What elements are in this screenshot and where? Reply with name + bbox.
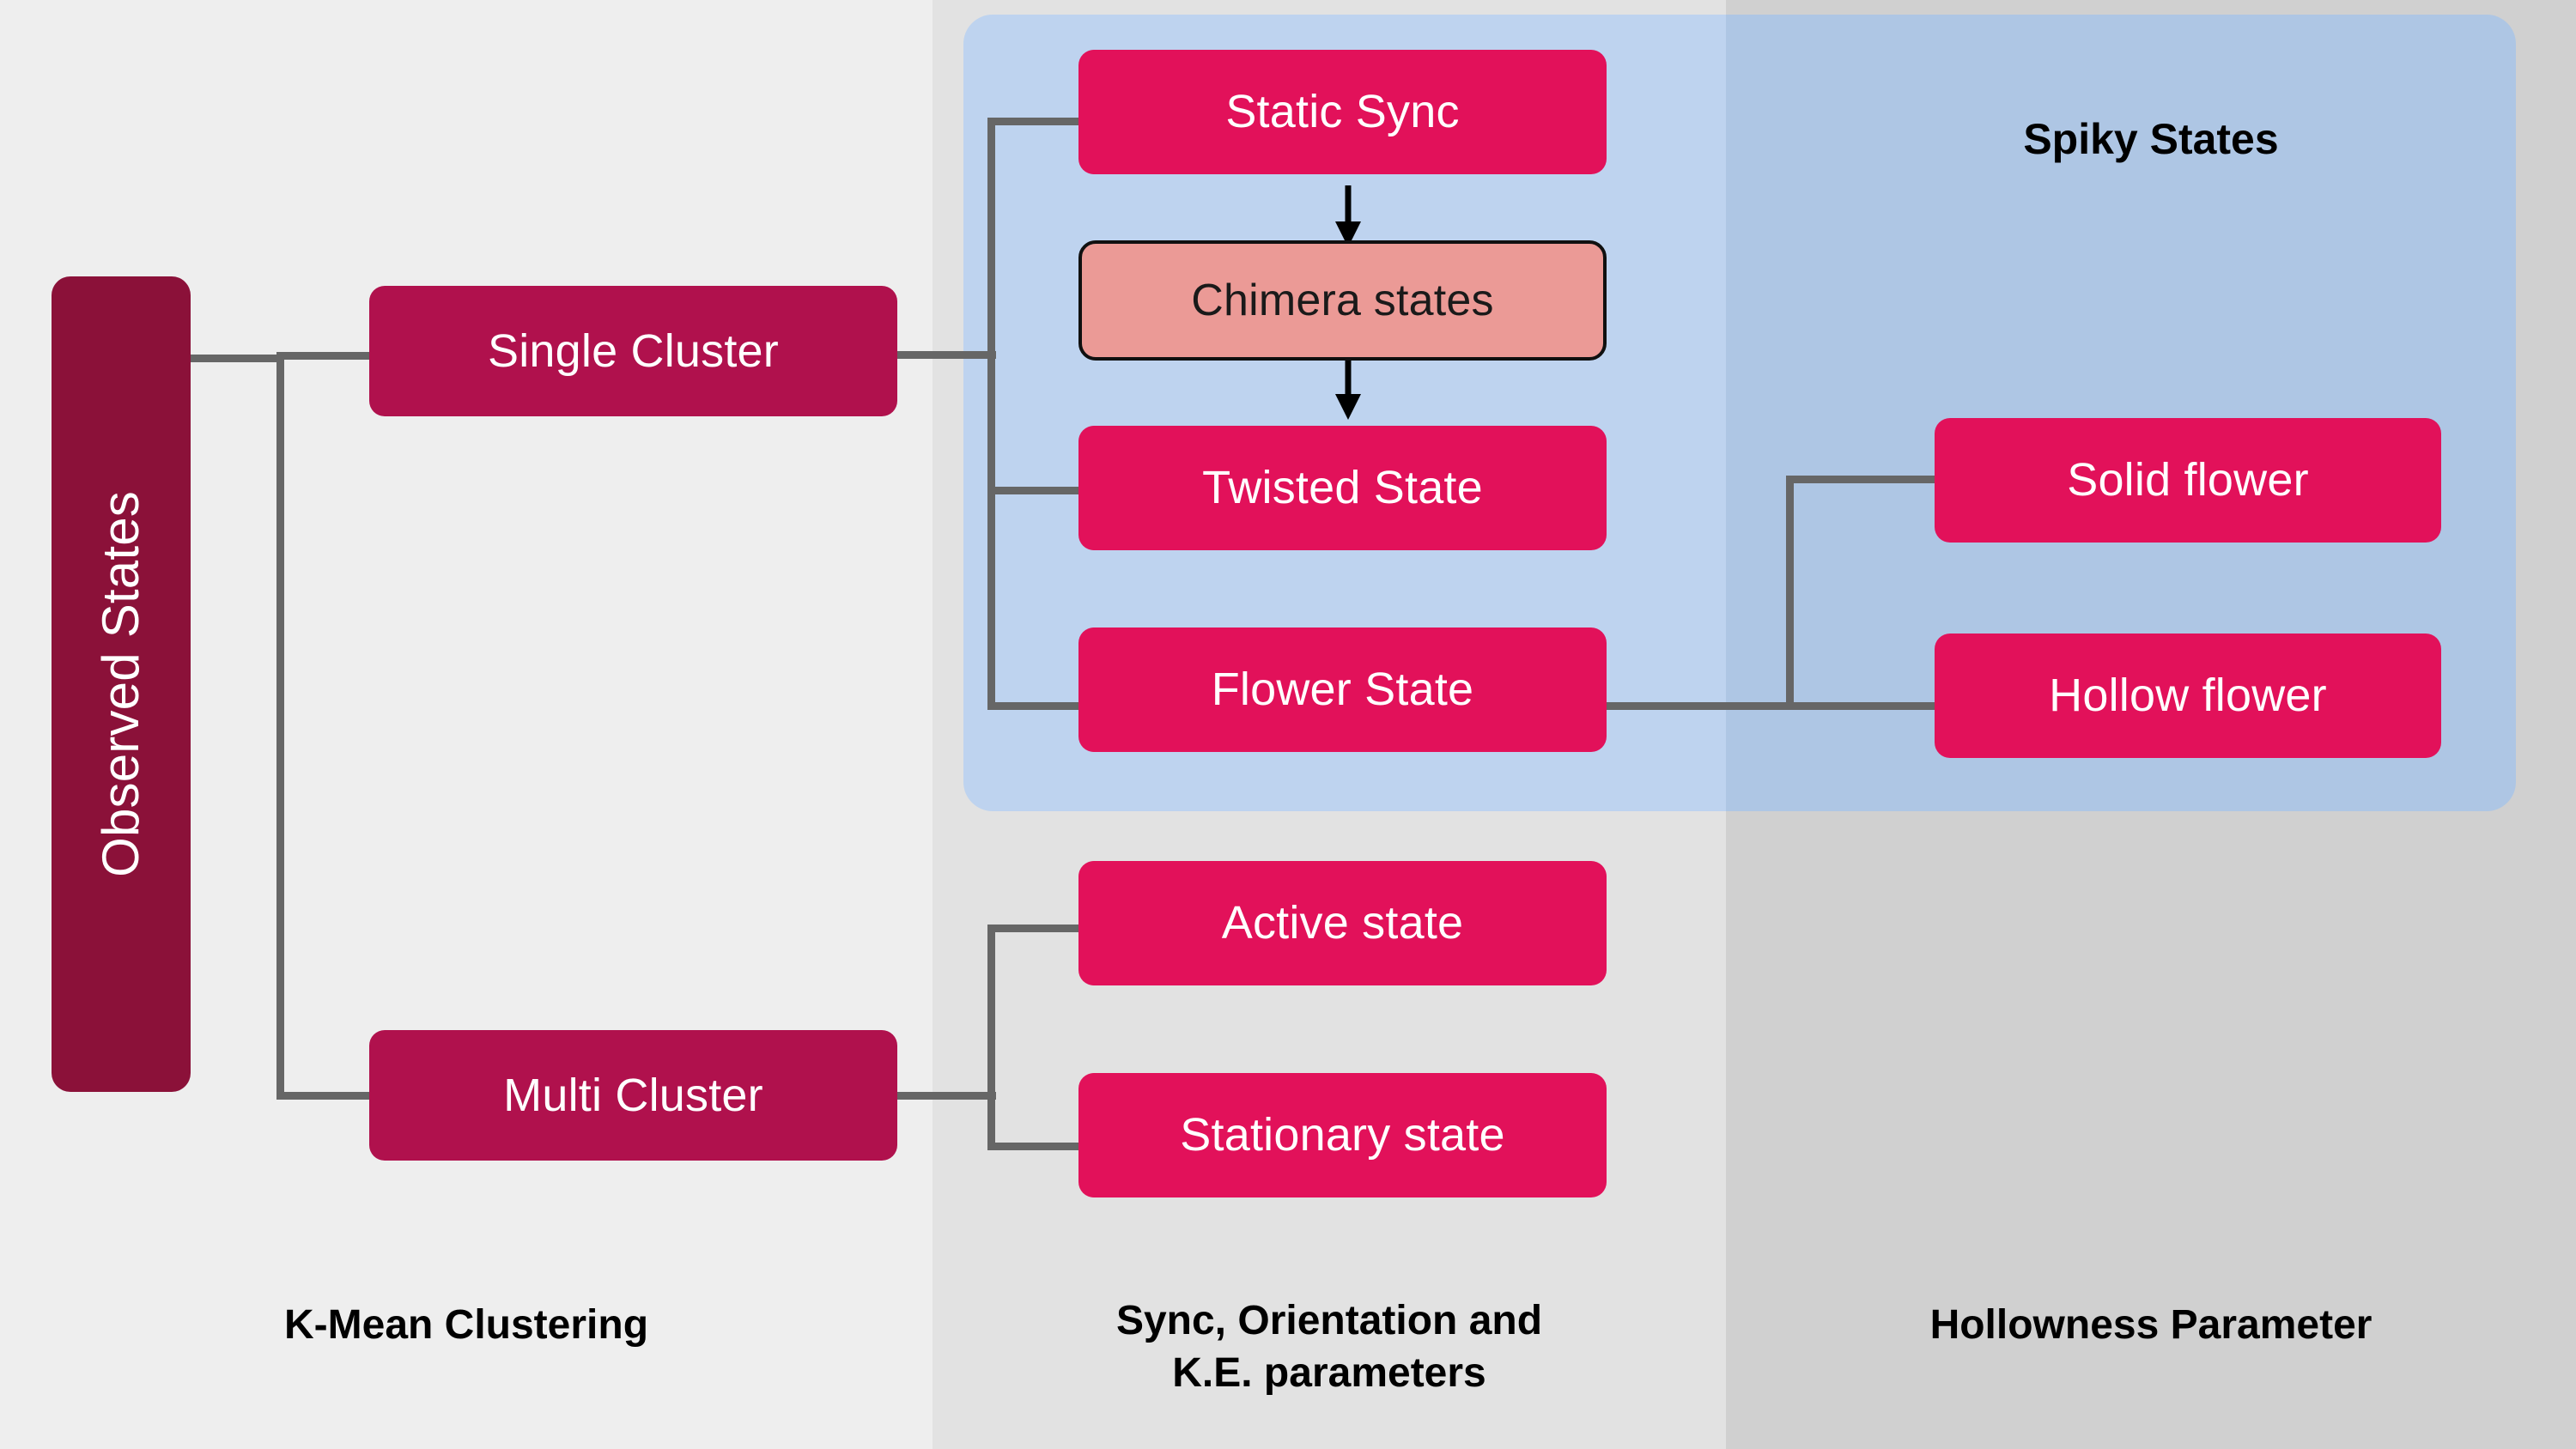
connector-to-stationary-state [987,1143,1091,1150]
connector-to-twisted-state [987,487,1091,494]
caption-sync-orientation-line1: Sync, Orientation and [1115,1298,1543,1343]
connector-to-static-sync [987,118,1091,125]
connector-multi-cluster-trunk [987,925,995,1150]
node-active-state[interactable]: Active state [1078,861,1607,985]
node-hollow-flower-label: Hollow flower [2049,670,2327,722]
connector-single-cluster-stub [893,351,996,359]
node-multi-cluster[interactable]: Multi Cluster [369,1030,897,1161]
connector-flower-state-stub [1606,702,1786,710]
caption-kmean-clustering: K-Mean Clustering [0,1299,933,1351]
panel-label-spiky-states-text: Spiky States [2023,115,2279,163]
node-static-sync[interactable]: Static Sync [1078,50,1607,174]
node-flower-state[interactable]: Flower State [1078,627,1607,752]
node-observed-states[interactable]: Observed States [52,276,191,1092]
node-stationary-state-label: Stationary state [1180,1109,1505,1161]
connector-to-active-state [987,925,1091,932]
arrow-chimera-to-twisted-state [1335,355,1361,420]
node-chimera-states-label: Chimera states [1191,275,1494,325]
connector-to-multi-cluster [276,1092,371,1100]
node-stationary-state[interactable]: Stationary state [1078,1073,1607,1197]
panel-label-spiky-states: Spiky States [1726,112,2576,167]
caption-sync-orientation-line2: K.E. parameters [1172,1350,1486,1397]
connector-flower-trunk [1786,476,1794,710]
node-solid-flower[interactable]: Solid flower [1935,418,2441,543]
node-static-sync-label: Static Sync [1225,86,1460,138]
node-single-cluster-label: Single Cluster [488,324,779,377]
connector-root-stub [189,355,280,362]
node-chimera-states[interactable]: Chimera states [1078,240,1607,361]
connector-multi-cluster-stub [893,1092,996,1100]
node-single-cluster[interactable]: Single Cluster [369,286,897,416]
connector-root-trunk [276,352,284,1100]
connector-to-solid-flower [1786,476,1936,483]
node-twisted-state-label: Twisted State [1202,462,1483,514]
node-observed-states-label: Observed States [92,491,150,877]
node-twisted-state[interactable]: Twisted State [1078,426,1607,550]
connector-to-single-cluster [276,352,371,360]
node-hollow-flower[interactable]: Hollow flower [1935,634,2441,758]
caption-hollowness-parameter: Hollowness Parameter [1726,1299,2576,1351]
connector-to-hollow-flower [1786,702,1936,710]
node-solid-flower-label: Solid flower [2067,454,2309,506]
connector-to-flower-state [987,702,1091,710]
arrow-static-sync-to-chimera [1335,185,1361,247]
caption-hollowness-parameter-text: Hollowness Parameter [1929,1302,2372,1348]
node-multi-cluster-label: Multi Cluster [503,1069,763,1121]
caption-sync-orientation: Sync, Orientation and K.E. parameters [933,1294,1726,1400]
connector-single-cluster-trunk [987,118,995,710]
caption-kmean-clustering-text: K-Mean Clustering [283,1302,649,1348]
node-active-state-label: Active state [1221,897,1464,949]
node-flower-state-label: Flower State [1211,664,1474,716]
